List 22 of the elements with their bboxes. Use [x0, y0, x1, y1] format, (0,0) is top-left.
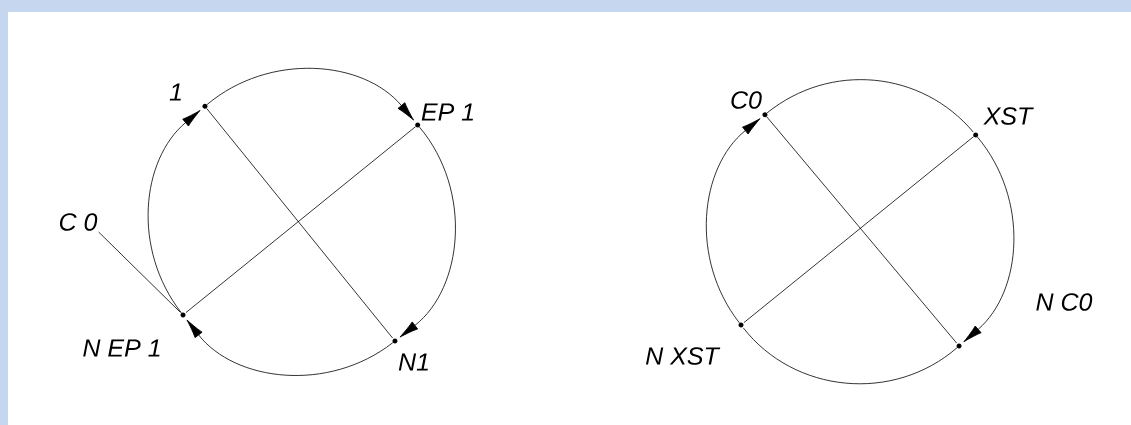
point-label: N EP 1: [83, 339, 160, 357]
arc-arrow: [147, 110, 201, 314]
chord-line: [185, 126, 416, 313]
point-label: 1: [169, 83, 181, 101]
point-label: N C0: [1036, 293, 1093, 311]
arc-arrow: [206, 67, 414, 121]
point-label: C 0: [59, 213, 98, 231]
point-label: N XST: [645, 347, 721, 365]
chord-line: [743, 136, 974, 323]
arc-arrow: [706, 118, 761, 324]
arc-arrow: [963, 136, 1015, 343]
chord-line: [766, 116, 958, 344]
arc-line: [766, 79, 974, 133]
point-label: XST: [983, 107, 1034, 125]
arc-line: [742, 327, 958, 385]
leader-line: [98, 231, 181, 313]
point-label: C0: [731, 91, 762, 109]
arc-arrow: [186, 319, 394, 376]
arc-arrow: [399, 126, 456, 338]
point-label: N1: [398, 353, 428, 371]
chord-line: [206, 108, 394, 339]
point-label: EP 1: [421, 103, 473, 121]
